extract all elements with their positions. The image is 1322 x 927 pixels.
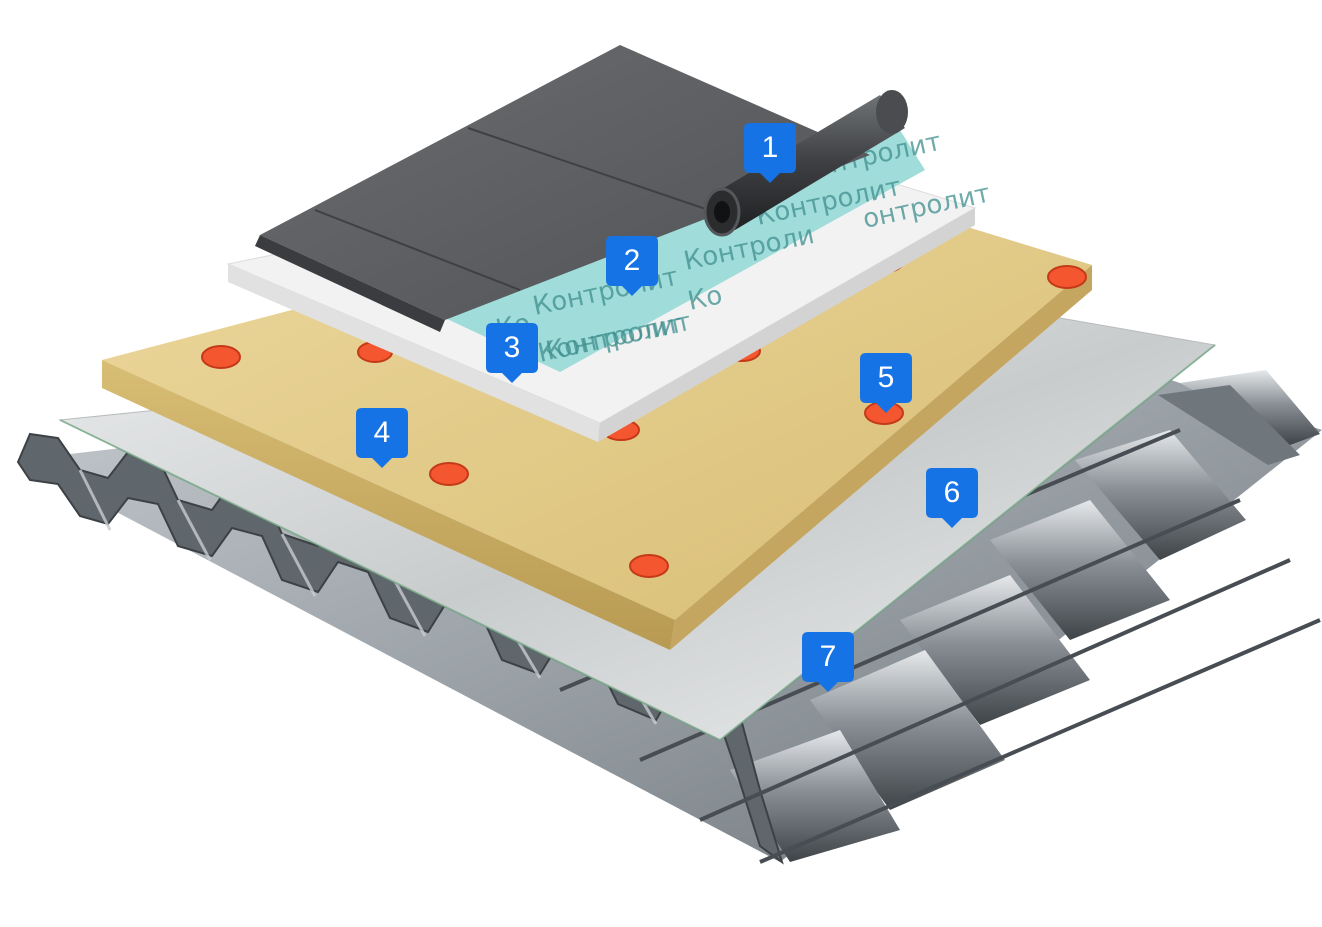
- marker-label: 3: [503, 331, 521, 364]
- fastener: [1047, 265, 1087, 289]
- marker-label: 7: [819, 640, 837, 673]
- deck-rib: [900, 575, 1090, 725]
- marker-label: 1: [761, 131, 779, 164]
- fastener: [201, 345, 241, 369]
- marker-pin-icon: [356, 408, 408, 468]
- membrane-roll: [703, 90, 908, 237]
- marker-pin-icon: [486, 323, 538, 383]
- deck-rib: [1158, 385, 1300, 465]
- watermark-text: Ко: [685, 280, 725, 316]
- marker-pin-icon: [802, 632, 854, 692]
- marker-pin-icon: [744, 123, 796, 183]
- fastener: [629, 554, 669, 578]
- marker-pin-icon: [860, 353, 912, 413]
- marker-7[interactable]: 7: [802, 632, 854, 692]
- marker-label: 2: [623, 244, 641, 277]
- marker-1[interactable]: 1: [744, 123, 796, 183]
- marker-pin-icon: [926, 468, 978, 528]
- marker-label: 6: [943, 476, 961, 509]
- marker-4[interactable]: 4: [356, 408, 408, 468]
- marker-5[interactable]: 5: [860, 353, 912, 413]
- marker-3[interactable]: 3: [486, 323, 538, 383]
- marker-label: 4: [373, 416, 391, 449]
- marker-2[interactable]: 2: [606, 236, 658, 296]
- fastener: [429, 462, 469, 486]
- bitumen-membrane: [255, 45, 908, 332]
- marker-pin-icon: [606, 236, 658, 296]
- deck-rib: [1075, 430, 1246, 560]
- marker-label: 5: [877, 361, 895, 394]
- marker-6[interactable]: 6: [926, 468, 978, 528]
